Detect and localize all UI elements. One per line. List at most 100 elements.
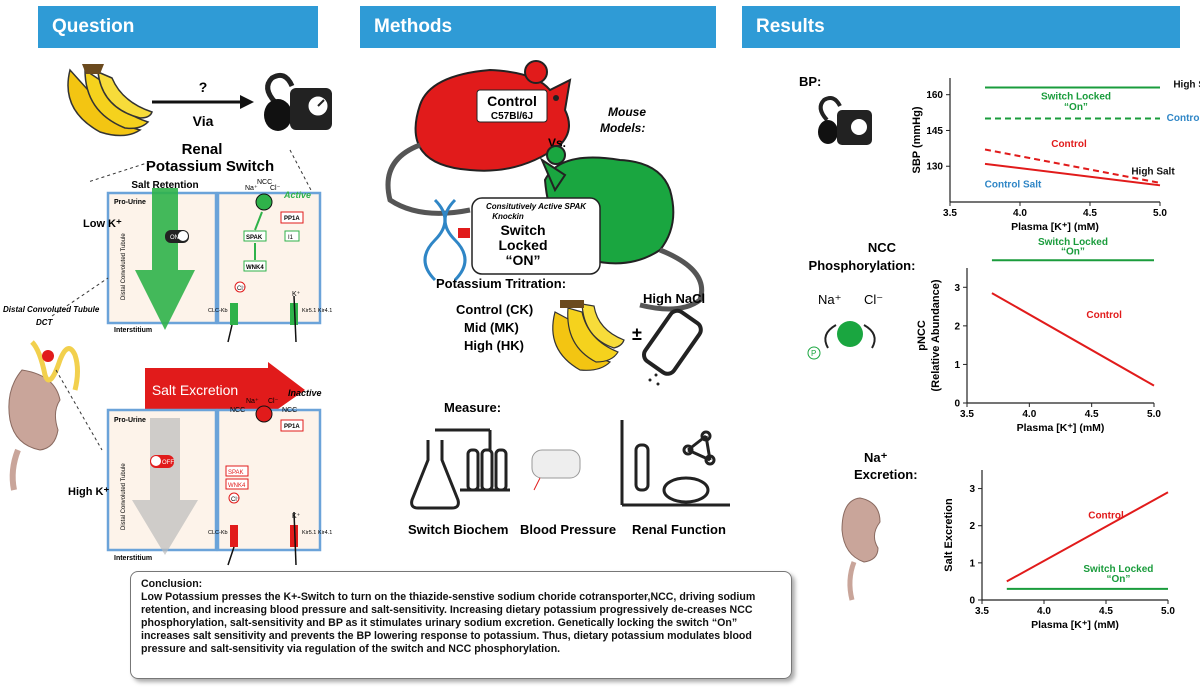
header-methods: Methods [360,6,716,48]
banana-small-icon [552,300,625,371]
titration-level-control: Control (CK) [456,302,533,317]
ncc-cl-low: Cl⁻ [270,185,281,192]
series-annotation: Switch Locked [1041,91,1111,102]
control-label: Control [487,93,537,109]
series-line [991,292,1155,387]
control-mouse-icon [385,60,572,216]
ncc-icon-p: P [811,349,816,358]
conclusion-title: Conclusion: [141,578,203,590]
spak-box-high [225,465,249,477]
wnk4-label-high: WNK4 [228,483,246,489]
ncc-cl-high: Cl⁻ [268,398,279,405]
titration-level-high: High (HK) [464,338,524,353]
knockin-line1: Consitutively Active SPAK [486,202,587,211]
question-via: Via [193,113,214,129]
plus-minus: ± [632,324,642,344]
clc-label-high: CLC-Kb [208,530,228,536]
interstitium-low: Interstitium [114,327,152,334]
y-tick-label: 145 [926,126,943,137]
wnk4-box-high [225,478,249,490]
i1-box [284,230,300,242]
salt-retention-label: Salt Retention [131,180,198,191]
series-annotation: Control Salt [985,180,1042,191]
series-line [984,162,1161,187]
dna-icon [423,198,470,282]
ncc-active-icon [255,193,273,211]
x-axis-label: Plasma [K⁺] (mM) [1031,619,1119,631]
high-nacl-label: High NaCl [643,291,705,306]
control-strain: C57Bl/6J [491,111,533,122]
series-annotation: Switch Locked [1038,237,1108,248]
x-tick-label: 4.0 [1022,409,1036,420]
series-annotation: “On” [1061,247,1085,258]
results-panel: BP: NCC Phosphorylation: Na⁺ Cl⁻ P Na⁺ E… [799,74,1200,631]
kir-label-high: Kir5.1 Kir4.1 [302,530,332,536]
header-question: Question [38,6,318,48]
y-axis-label: pNCC [916,320,928,351]
measure-renal-function: Renal Function [632,522,726,537]
clc-channel-high [230,525,238,547]
ncc-label-low: NCC [257,179,272,186]
dct-vertical-low: Distal Convoluted Tubule [121,233,127,300]
faded-retention-arrow [132,418,198,555]
series-annotation: Control [1088,510,1124,521]
mouse-models-line1: Mouse [608,105,646,119]
ncc-icon-na: Na⁺ [818,292,841,307]
clc-label-low: CLC-Kb [208,308,228,314]
titration-level-mid: Mid (MK) [464,320,519,335]
series-annotation: Control [1086,310,1122,321]
y-tick-label: 1 [969,558,975,569]
kir-channel-low [290,303,298,325]
methods-panel: Control C57Bl/6J Vs. Mouse Models: Consi… [385,60,730,537]
pp1a-box-high [280,419,304,432]
x-axis-label: Plasma [K⁺] (mM) [1011,221,1099,233]
titration-label: Potassium Tritration: [436,276,566,291]
switch-locked-line1: Switch [500,222,545,238]
y-tick-label: 130 [926,162,943,173]
y-axis-label-2: (Relative Abundance) [930,279,942,391]
ncc-icon-cl: Cl⁻ [864,292,883,307]
on-switch-label: ON [170,235,179,241]
cl-ion-low: Cl⁻ [237,286,246,292]
x-tick-label: 3.5 [975,606,989,617]
mouse-models-line2: Models: [600,121,645,135]
y-tick-label: 160 [926,90,943,101]
k-label-high: K⁺ [292,513,301,520]
series-annotation: Control Salt [1167,113,1200,124]
question-panel: ? Via Renal Potassium Switch Salt Retent… [3,64,332,566]
header-results: Results [742,6,1180,48]
series-annotation: “On” [1064,102,1088,113]
header-question-label: Question [52,16,135,37]
renal-function-icon [620,420,730,507]
salt-retention-arrow [135,188,195,330]
ncc-na-low: Na⁺ [245,185,258,192]
switch-locked-box [471,197,601,275]
series-annotation: High Salt [1173,80,1200,91]
ncc-label-high-left: NCC [230,407,245,414]
lab-glassware-icon [410,428,510,510]
kidney-icon [841,497,881,601]
header-results-label: Results [756,16,825,37]
x-tick-label: 4.0 [1037,606,1051,617]
y-axis-label: SBP (mmHg) [911,106,923,173]
high-k-label: High K⁺ [68,486,109,498]
x-tick-label: 4.0 [1013,208,1027,219]
switch-locked-line3: “ON” [506,252,541,268]
switch-title-line1: Renal [182,141,223,158]
header-methods-label: Methods [374,16,453,37]
kir-channel-high [290,525,298,547]
x-tick-label: 4.5 [1085,409,1099,420]
y-tick-label: 2 [969,521,975,532]
ncc-label-high-right: NCC [282,407,297,414]
na-excretion-line1: Na⁺ [864,450,888,465]
active-label: Active [283,190,311,200]
kidney-nephron-icon [8,340,80,491]
spak-label-low: SPAK [246,235,263,241]
na-excretion-line2: Excretion: [854,467,918,482]
pro-urine-high: Pro-Urine [114,417,146,424]
switch-locked-line2: Locked [498,237,547,253]
series-annotation: High Salt [1131,167,1175,178]
conclusion-box: Conclusion: Low Potassium presses the K+… [130,571,792,679]
switch-title-line2: Potassium Switch [146,158,274,175]
x-tick-label: 4.5 [1083,208,1097,219]
